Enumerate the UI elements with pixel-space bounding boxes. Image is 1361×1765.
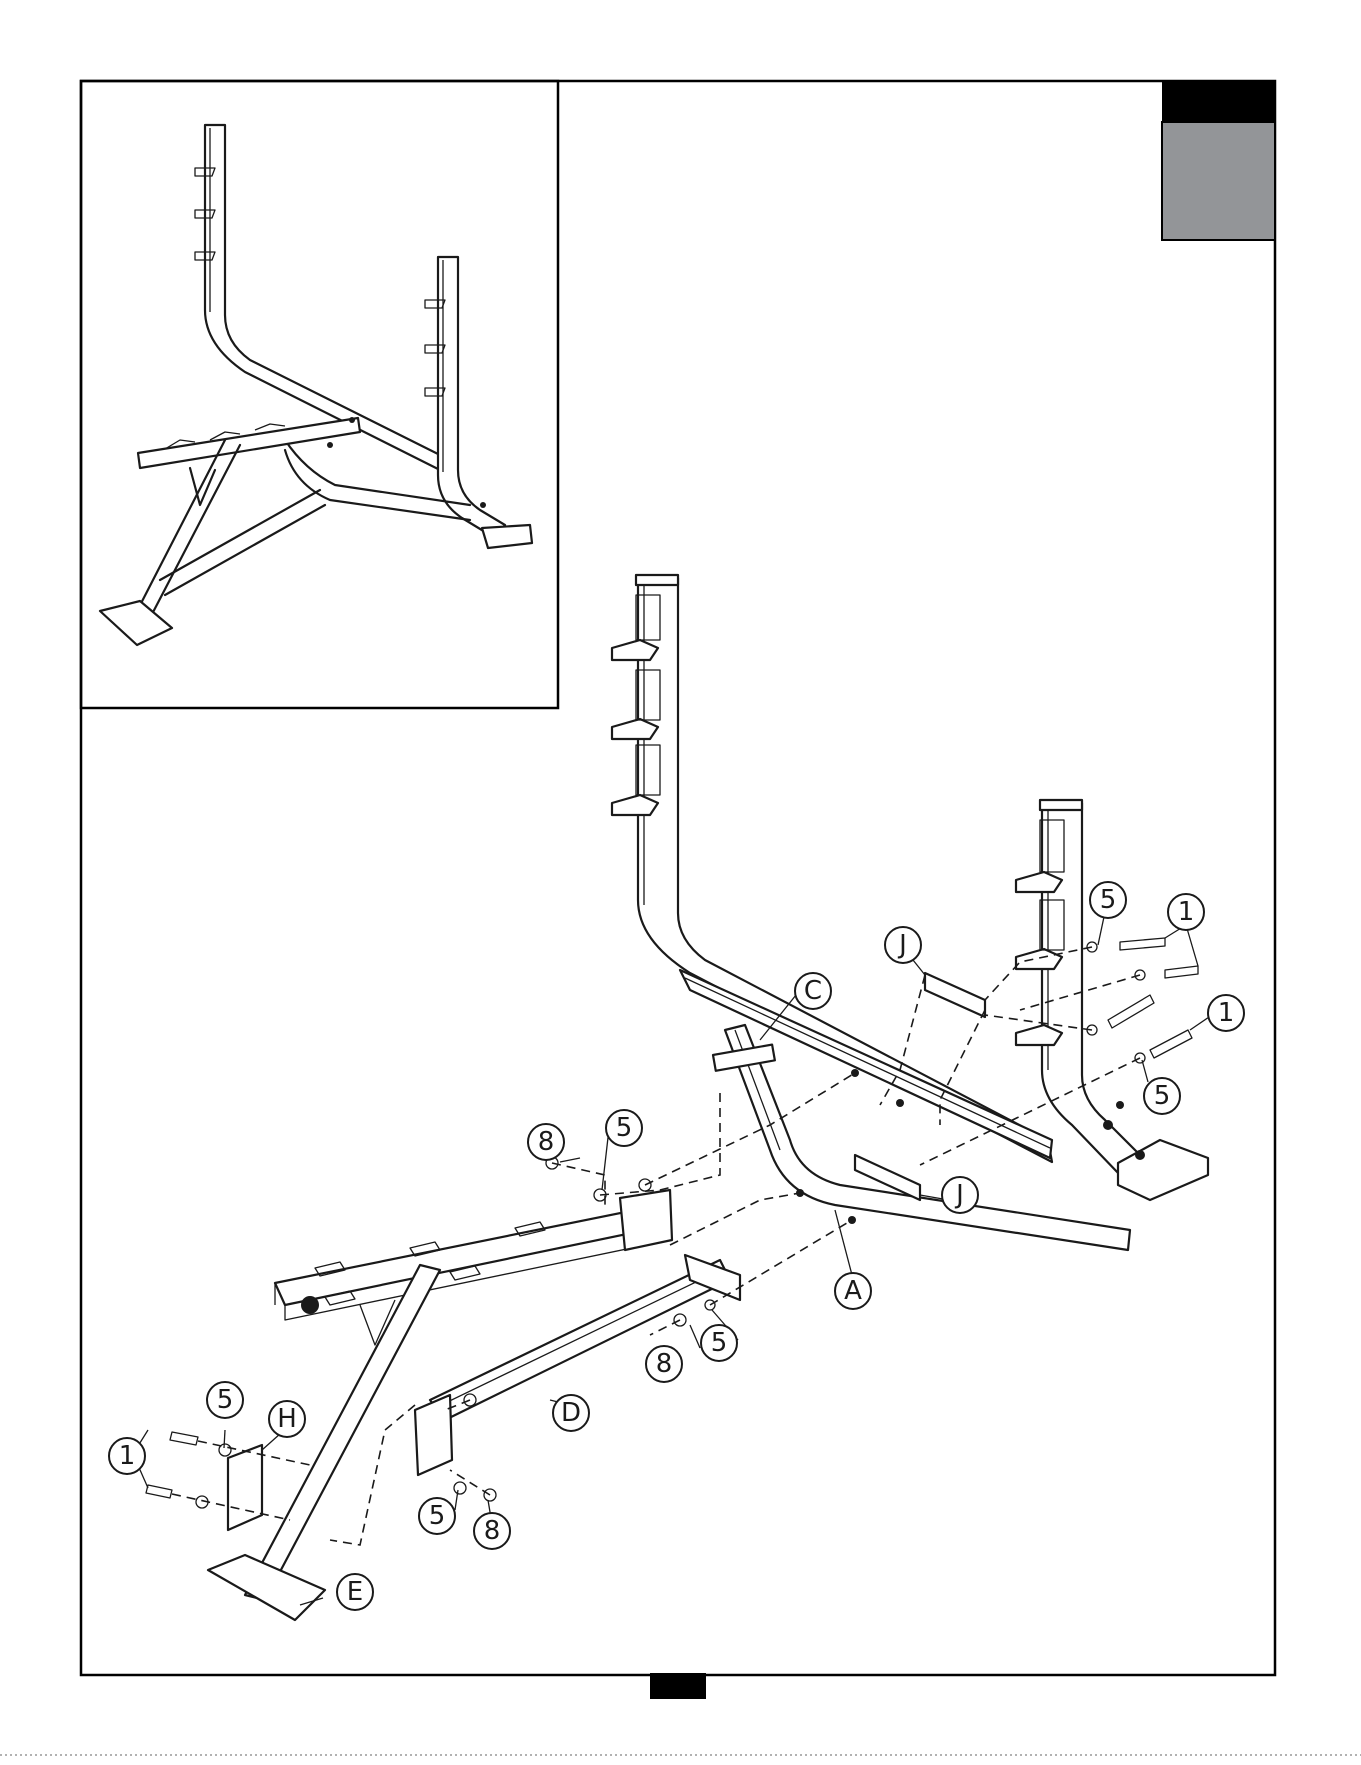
upright-bolt (1103, 1120, 1113, 1130)
svg-text:1: 1 (1218, 998, 1235, 1028)
crossbar-hole (896, 1099, 904, 1107)
inset-bolt (349, 417, 355, 423)
inset-cross-bar (138, 418, 360, 468)
svg-text:1: 1 (119, 1441, 136, 1471)
callout-8-a: 8 (528, 1124, 564, 1160)
left-upright-cap (636, 575, 678, 585)
svg-text:5: 5 (429, 1501, 446, 1531)
svg-text:5: 5 (616, 1113, 633, 1143)
inset-bolt (327, 442, 333, 448)
seat-support-bar (275, 1205, 670, 1305)
left-upright (638, 578, 1052, 1162)
callout-H: H (269, 1401, 305, 1437)
foot-e (208, 1555, 325, 1620)
svg-text:8: 8 (484, 1516, 501, 1546)
callout-8-c: 8 (474, 1513, 510, 1549)
svg-text:8: 8 (656, 1349, 673, 1379)
svg-text:C: C (804, 976, 822, 1006)
callout-5-e: 5 (419, 1498, 455, 1534)
svg-text:5: 5 (1154, 1081, 1171, 1111)
upright-bolt (1116, 1101, 1124, 1109)
svg-text:A: A (844, 1276, 862, 1306)
inset-bolt (480, 502, 486, 508)
callout-E: E (337, 1574, 373, 1610)
seat-bar-end (302, 1297, 318, 1313)
step-tab-gray (1162, 122, 1275, 240)
svg-text:5: 5 (217, 1385, 234, 1415)
inset-left-upright (205, 125, 440, 470)
page-number-bar (650, 1673, 706, 1699)
callout-5-c: 5 (606, 1110, 642, 1146)
bolts-left (146, 1432, 198, 1498)
callout-5-f: 5 (207, 1382, 243, 1418)
callout-1-a: 1 (1168, 894, 1204, 930)
assembly-lines (172, 947, 1140, 1545)
svg-text:D: D (561, 1398, 581, 1428)
upright-bolt (1135, 1150, 1145, 1160)
svg-text:J: J (897, 930, 907, 960)
support-d-edge (435, 1268, 725, 1408)
callout-1-c: 1 (109, 1438, 145, 1474)
inset-assembled-bench (100, 125, 532, 645)
callout-J-b: J (942, 1177, 978, 1213)
crossbar-hole (851, 1069, 859, 1077)
inset-right-foot (482, 525, 532, 548)
support-d-bracket (415, 1395, 452, 1475)
bracket-j-upper (925, 973, 985, 1017)
callout-1-b: 1 (1208, 995, 1244, 1031)
step-tab-black (1162, 81, 1275, 122)
inset-foot-e (100, 601, 172, 645)
callout-C: C (795, 973, 831, 1009)
callout-J-a: J (885, 927, 921, 963)
inset-right-upright (438, 257, 505, 538)
bracket-h (228, 1445, 262, 1530)
inset-support-d (160, 490, 325, 595)
base-a-plate (713, 1045, 775, 1071)
svg-text:E: E (347, 1577, 363, 1607)
bolts-right (1108, 938, 1198, 1058)
right-upright-cap (1040, 800, 1082, 810)
callout-A: A (835, 1273, 871, 1309)
svg-text:5: 5 (1100, 885, 1117, 915)
seat-bar-end-plate (620, 1190, 672, 1250)
svg-text:H: H (277, 1404, 297, 1434)
svg-text:8: 8 (538, 1127, 555, 1157)
callout-5-a: 5 (1090, 882, 1126, 918)
callout-8-b: 8 (646, 1346, 682, 1382)
main-exploded-view: 1 1 1 5 5 5 5 5 (109, 575, 1244, 1620)
svg-text:5: 5 (711, 1328, 728, 1358)
svg-text:1: 1 (1178, 897, 1195, 927)
svg-text:J: J (954, 1180, 964, 1210)
callout-D: D (553, 1395, 589, 1431)
callout-5-b: 5 (1144, 1078, 1180, 1114)
callout-5-d: 5 (701, 1325, 737, 1361)
